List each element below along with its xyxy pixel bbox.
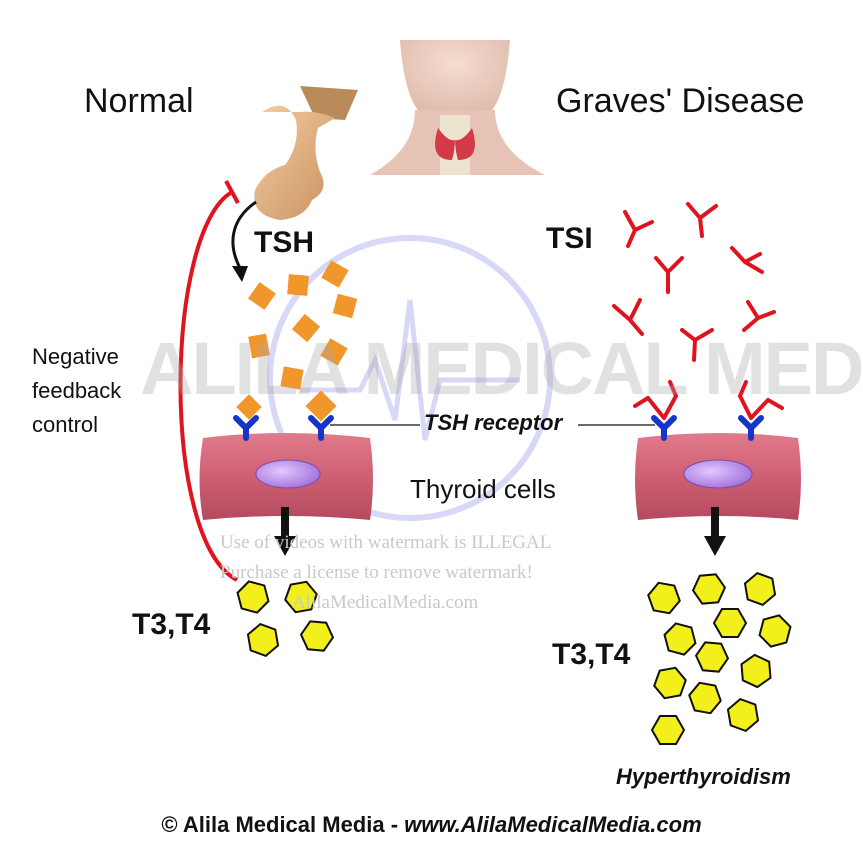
label-control: control <box>32 412 98 438</box>
hormone-hexagons-graves <box>646 570 794 744</box>
label-normal: Normal <box>84 82 194 121</box>
label-tsh: TSH <box>254 226 314 260</box>
label-hyperthyroidism: Hyperthyroidism <box>616 764 791 790</box>
watermark-brand-text: ALILA MEDICAL MEDIA <box>140 326 863 411</box>
label-tsi: TSI <box>546 222 593 256</box>
label-t3t4-normal: T3,T4 <box>132 608 210 642</box>
label-t3t4-graves: T3,T4 <box>552 638 630 672</box>
label-feedback: feedback <box>32 378 121 404</box>
pituitary-gland-icon <box>254 86 358 220</box>
label-thyroid-cells: Thyroid cells <box>410 474 556 505</box>
label-graves-disease: Graves' Disease <box>556 82 804 121</box>
thyroid-cell-normal <box>200 433 374 520</box>
footer-credit: © Alila Medical Media - www.AlilaMedical… <box>0 812 863 838</box>
watermark-line-2: Purchase a license to remove watermark! <box>220 562 533 584</box>
watermark-line-1: Use of videos with watermark is ILLEGAL <box>220 532 551 554</box>
footer-copyright: © Alila Medical Media - <box>161 812 404 837</box>
footer-url: www.AlilaMedicalMedia.com <box>404 812 701 837</box>
label-negative: Negative <box>32 344 119 370</box>
label-tsh-receptor: TSH receptor <box>424 410 562 436</box>
watermark-line-3: AlilaMedicalMedia.com <box>292 592 478 614</box>
thyroid-cell-graves <box>635 433 801 520</box>
neck-thyroid-icon <box>370 40 545 175</box>
tsh-arrow <box>232 202 256 282</box>
